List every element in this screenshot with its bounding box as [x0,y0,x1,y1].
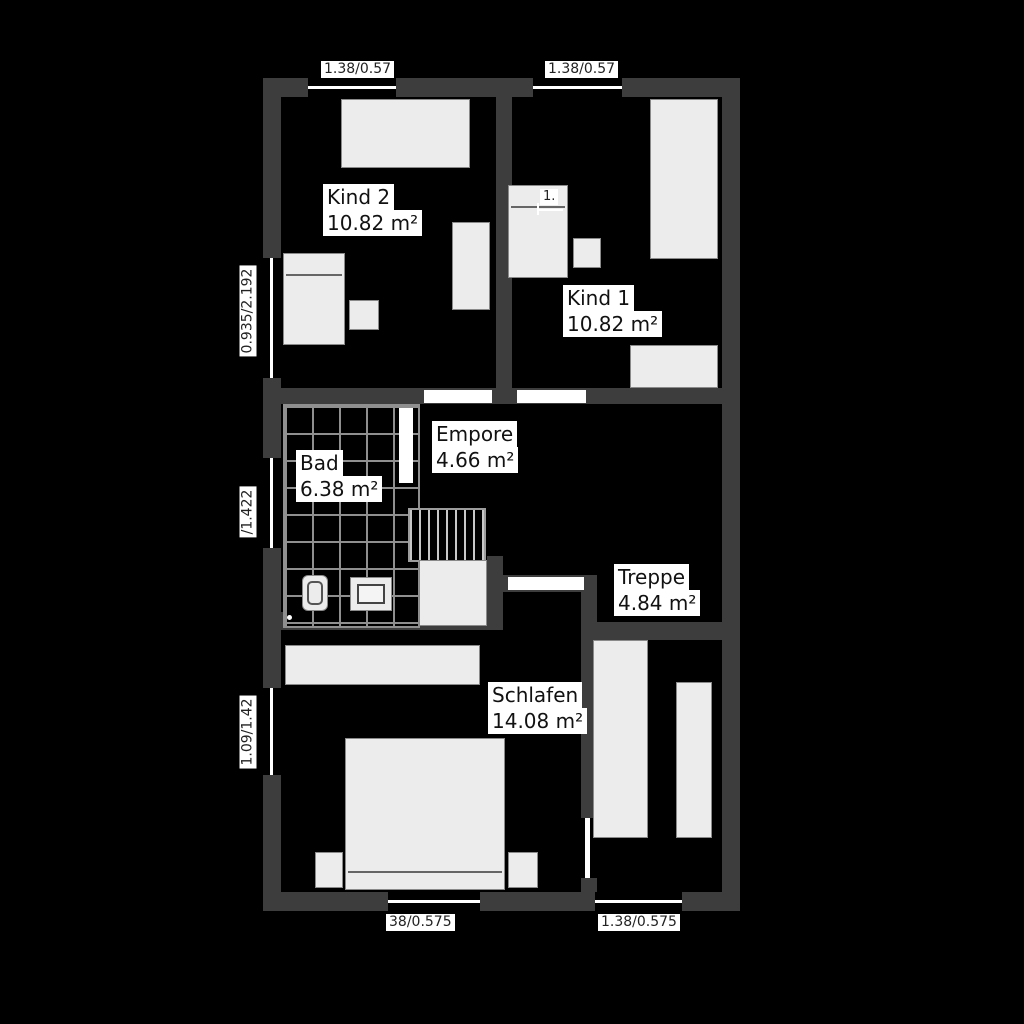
closet-wardrobe-left [593,640,648,838]
room-label-empore: Empore 4.66 m² [432,421,519,473]
schlafen-bed [345,738,505,890]
schlafen-nightstand-right [508,852,538,888]
room-area-schlafen: 14.08 m² [488,708,588,734]
kind2-desk [341,99,470,168]
room-name-schlafen: Schlafen [488,682,583,708]
stair-treads [408,508,486,562]
wall-schlafen-east-lower [581,878,597,892]
room-name-empore: Empore [432,421,518,447]
window-top-left [308,78,396,97]
room-label-bad: Bad 6.38 m² [296,450,383,502]
shower-tray [419,560,487,626]
kind2-cabinet [452,222,490,310]
window-top-right [533,78,622,97]
closet-wardrobe-right [676,682,712,838]
window-left-upper [263,258,281,378]
window-bottom-right [595,892,682,911]
bad-toilet [302,575,328,611]
room-name-bad: Bad [296,450,343,476]
schlafen-nightstand-left [315,852,343,888]
dim-tick-line [537,209,563,211]
wall-mid-horizontal [281,388,722,404]
room-area-empore: 4.66 m² [432,447,519,473]
room-name-kind2: Kind 2 [323,184,395,210]
door-leaf-closet [585,818,590,878]
dim-top-left: 1.38/0.57 [321,61,395,78]
room-name-treppe: Treppe [614,564,690,590]
window-left-middle [263,458,281,548]
dim-top-right: 1.38/0.57 [545,61,619,78]
dim-bottom-right: 1.38/0.575 [598,914,680,931]
wall-bad-east [487,556,503,630]
room-area-kind1: 10.82 m² [563,311,663,337]
wall-right [722,78,740,911]
door-hinge-dot [287,615,292,620]
kind2-side-table [349,300,379,330]
wall-children-divider [496,97,512,404]
dim-left-middle: /1.422 [239,486,257,538]
door-schlafen [508,577,584,590]
room-label-kind1: Kind 1 10.82 m² [563,285,663,337]
window-bottom-left [388,892,480,911]
room-label-kind2: Kind 2 10.82 m² [323,184,423,236]
door-leaf-bad [399,408,413,483]
kind1-wardrobe [650,99,718,259]
window-left-lower [263,688,281,775]
kind1-bed [508,185,568,278]
dim-left-upper: 0.935/2.192 [239,265,257,357]
door-kind2 [424,390,492,403]
door-kind1 [517,390,586,403]
bad-sink [350,577,392,611]
dim-tick-end [537,203,539,215]
kind1-dresser [630,345,718,388]
room-label-treppe: Treppe 4.84 m² [614,564,701,616]
kind2-bed [283,253,345,345]
room-label-schlafen: Schlafen 14.08 m² [488,682,588,734]
dim-kind1-mark: 1. [540,189,559,205]
room-area-bad: 6.38 m² [296,476,383,502]
wall-treppe-south [590,622,740,640]
dim-bottom-left: 38/0.575 [386,914,455,931]
schlafen-dresser [285,645,480,685]
dim-left-lower: 1.09/1.42 [239,695,257,769]
room-area-kind2: 10.82 m² [323,210,423,236]
room-name-kind1: Kind 1 [563,285,635,311]
room-area-treppe: 4.84 m² [614,590,701,616]
kind1-nightstand [573,238,601,268]
